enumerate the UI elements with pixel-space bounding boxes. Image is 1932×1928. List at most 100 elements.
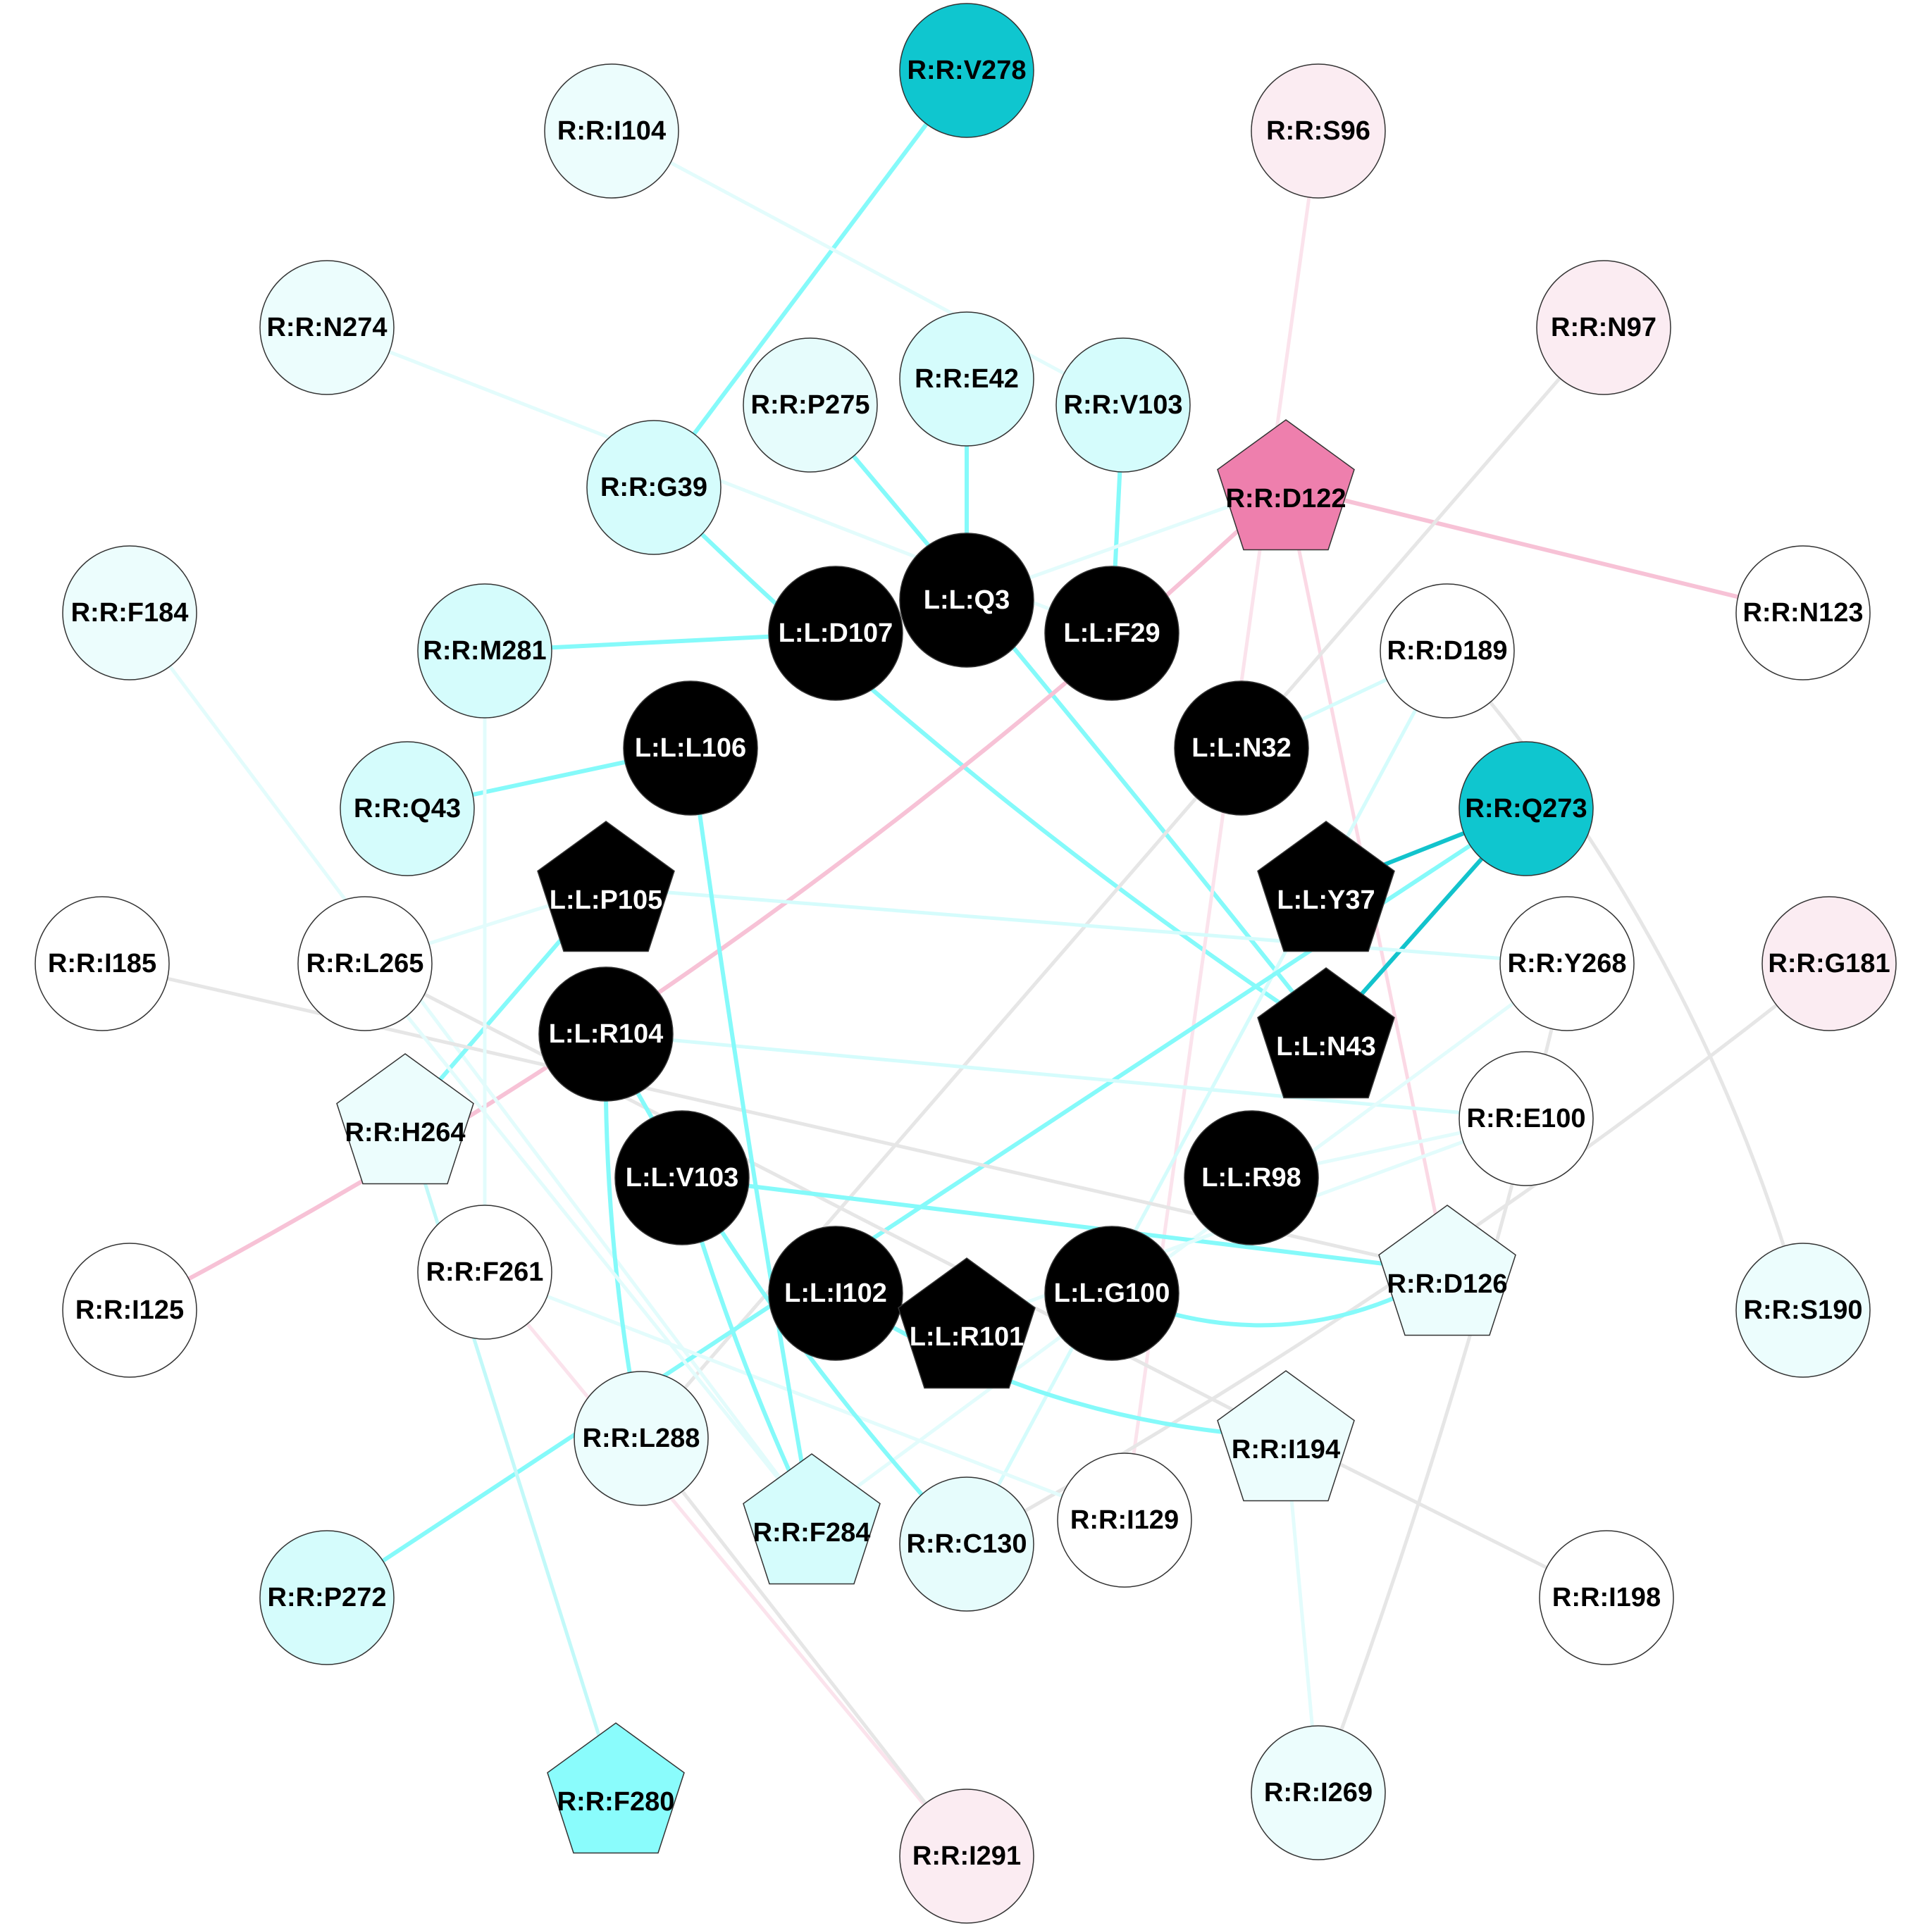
edge-r-r-f184-to-r-r-f284: [128, 611, 813, 1522]
node-r-r-e100[interactable]: R:R:E100: [1459, 1051, 1594, 1186]
node-r-r-e42[interactable]: R:R:E42: [899, 311, 1034, 447]
node-l-l-p105[interactable]: L:L:P105: [537, 821, 675, 952]
node-label: R:R:N274: [266, 313, 387, 342]
node-shape-circle: [1057, 1453, 1192, 1588]
edge-r-r-d122-to-r-r-n123: [1285, 484, 1804, 615]
node-shape-pentagon: [743, 1453, 881, 1585]
node-r-r-d189[interactable]: R:R:D189: [1380, 583, 1515, 719]
node-label: R:R:F280: [557, 1787, 675, 1817]
node-r-r-i185[interactable]: R:R:I185: [35, 896, 170, 1031]
node-shape-circle: [1044, 1226, 1179, 1361]
node-shape-circle: [1735, 545, 1871, 680]
node-label: L:L:N43: [1276, 1032, 1375, 1062]
node-r-r-l265[interactable]: R:R:L265: [297, 896, 433, 1031]
node-shape-circle: [1044, 566, 1179, 701]
node-label: R:R:F284: [753, 1518, 871, 1548]
edge-l-l-l106-to-r-r-f284: [688, 747, 814, 1521]
node-label: L:L:Y37: [1277, 885, 1375, 915]
node-l-l-n43[interactable]: L:L:N43: [1257, 967, 1395, 1099]
node-r-r-i194[interactable]: R:R:I194: [1217, 1370, 1355, 1502]
node-r-r-m281[interactable]: R:R:M281: [417, 583, 552, 719]
node-r-r-i125[interactable]: R:R:I125: [62, 1243, 197, 1378]
node-shape-circle: [544, 63, 679, 199]
node-label: R:R:E100: [1467, 1104, 1586, 1133]
node-shape-circle: [1184, 1110, 1319, 1245]
node-l-l-f29[interactable]: L:L:F29: [1044, 566, 1179, 701]
node-l-l-n32[interactable]: L:L:N32: [1174, 680, 1309, 816]
node-shape-circle: [899, 533, 1034, 668]
node-r-r-p275[interactable]: R:R:P275: [743, 337, 878, 473]
node-label: R:R:I104: [557, 116, 666, 146]
node-r-r-p272[interactable]: R:R:P272: [259, 1530, 395, 1665]
node-r-r-v103[interactable]: R:R:V103: [1055, 337, 1191, 473]
edge-r-r-l265-to-r-r-i194: [364, 962, 1287, 1439]
node-l-l-l106[interactable]: L:L:L106: [623, 680, 758, 816]
node-shape-pentagon: [547, 1722, 685, 1854]
node-r-r-g181[interactable]: R:R:G181: [1761, 896, 1897, 1031]
node-label: R:R:P272: [268, 1583, 387, 1612]
node-label: R:R:Y268: [1508, 949, 1627, 978]
node-r-r-v278[interactable]: R:R:V278: [899, 3, 1034, 138]
node-shape-pentagon: [537, 821, 675, 952]
node-r-r-h264[interactable]: R:R:H264: [336, 1053, 474, 1185]
node-r-r-f261[interactable]: R:R:F261: [417, 1205, 552, 1340]
node-l-l-d107[interactable]: L:L:D107: [768, 566, 903, 701]
node-label: R:R:D126: [1387, 1269, 1507, 1299]
edge-l-l-i102-to-r-r-i194: [834, 1291, 1287, 1439]
edge-r-r-d189-to-r-r-c130: [965, 649, 1449, 1545]
node-label: R:R:S190: [1744, 1295, 1863, 1325]
node-shape-pentagon: [1378, 1205, 1516, 1336]
node-shape-circle: [1536, 260, 1671, 395]
node-r-r-d122[interactable]: R:R:D122: [1217, 419, 1355, 551]
node-r-r-f280[interactable]: R:R:F280: [547, 1722, 685, 1854]
node-l-l-r98[interactable]: L:L:R98: [1184, 1110, 1319, 1245]
edge-r-r-d189-to-r-r-s190: [1446, 649, 1805, 1311]
node-l-l-r101[interactable]: L:L:R101: [898, 1257, 1036, 1389]
node-r-r-d126[interactable]: R:R:D126: [1378, 1205, 1516, 1336]
node-shape-circle: [586, 420, 722, 555]
node-label: R:R:G181: [1768, 949, 1890, 978]
node-shape-circle: [35, 896, 170, 1031]
node-shape-circle: [899, 311, 1034, 447]
node-r-r-n97[interactable]: R:R:N97: [1536, 260, 1671, 395]
node-l-l-v103[interactable]: L:L:V103: [614, 1110, 750, 1245]
node-label: R:R:I198: [1552, 1583, 1661, 1612]
node-label: L:L:D107: [779, 618, 893, 648]
node-l-l-q3[interactable]: L:L:Q3: [899, 533, 1034, 668]
node-r-r-q43[interactable]: R:R:Q43: [340, 741, 475, 876]
node-label: L:L:Q3: [924, 585, 1010, 615]
node-label: R:R:V278: [908, 56, 1027, 85]
node-l-l-y37[interactable]: L:L:Y37: [1257, 821, 1395, 952]
edge-r-r-i104-to-r-r-v103: [610, 129, 1125, 407]
node-r-r-f184[interactable]: R:R:F184: [62, 545, 197, 680]
node-label: R:R:I185: [48, 949, 156, 978]
node-r-r-g39[interactable]: R:R:G39: [586, 420, 722, 555]
node-shape-pentagon: [1257, 967, 1395, 1099]
node-r-r-i104[interactable]: R:R:I104: [544, 63, 679, 199]
node-r-r-l288[interactable]: R:R:L288: [574, 1371, 709, 1506]
node-l-l-g100[interactable]: L:L:G100: [1044, 1226, 1179, 1361]
node-shape-circle: [1539, 1530, 1674, 1665]
node-l-l-i102[interactable]: L:L:I102: [768, 1226, 903, 1361]
node-r-r-c130[interactable]: R:R:C130: [899, 1476, 1034, 1612]
node-r-r-n274[interactable]: R:R:N274: [259, 260, 395, 395]
node-r-r-q273[interactable]: R:R:Q273: [1459, 741, 1594, 876]
node-r-r-i269[interactable]: R:R:I269: [1251, 1725, 1386, 1860]
node-label: R:R:G39: [600, 473, 707, 502]
node-label: R:R:C130: [906, 1529, 1027, 1559]
node-l-l-r104[interactable]: L:L:R104: [538, 966, 674, 1102]
node-r-r-n123[interactable]: R:R:N123: [1735, 545, 1871, 680]
node-r-r-y268[interactable]: R:R:Y268: [1499, 896, 1635, 1031]
node-shape-circle: [62, 1243, 197, 1378]
node-r-r-s96[interactable]: R:R:S96: [1251, 63, 1386, 199]
node-label: R:R:N123: [1742, 598, 1863, 628]
node-label: R:R:Q43: [354, 794, 461, 823]
node-r-r-i291[interactable]: R:R:I291: [899, 1789, 1034, 1924]
node-shape-circle: [1174, 680, 1309, 816]
node-r-r-i129[interactable]: R:R:I129: [1057, 1453, 1192, 1588]
node-r-r-f284[interactable]: R:R:F284: [743, 1453, 881, 1585]
node-r-r-i198[interactable]: R:R:I198: [1539, 1530, 1674, 1665]
node-label: L:L:L106: [635, 733, 746, 763]
node-r-r-s190[interactable]: R:R:S190: [1735, 1243, 1871, 1378]
